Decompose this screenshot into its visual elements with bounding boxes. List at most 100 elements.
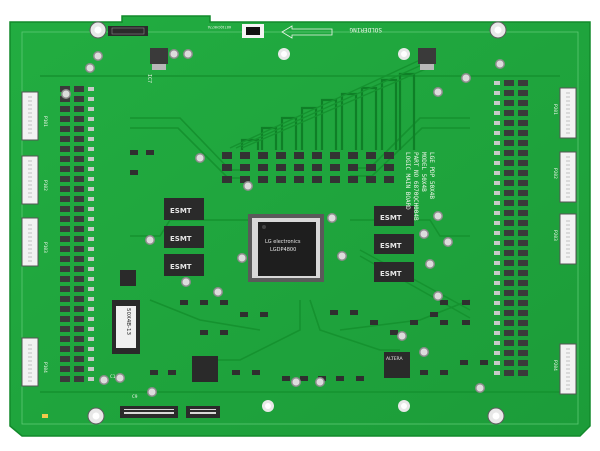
memory-chip-left-3: ESMT <box>164 254 204 276</box>
smd-pad <box>88 307 94 311</box>
svg-text:P201: P201 <box>552 104 558 115</box>
smd-pad <box>88 117 94 121</box>
barcode-sticker: 6871QCH077A <box>207 24 264 38</box>
smd-pad <box>494 261 500 265</box>
connector-p102 <box>21 155 39 205</box>
resistor-array <box>60 146 70 152</box>
resistor-array <box>74 296 84 302</box>
resistor-array <box>518 300 528 306</box>
resistor-array <box>60 96 70 102</box>
smd-chip <box>276 176 286 183</box>
memory-chip-right-2: ESMT <box>374 234 414 254</box>
smd-part <box>430 312 438 317</box>
resistor-array <box>74 176 84 182</box>
resistor-array <box>518 140 528 146</box>
svg-text:LOGIC MAIN BOARD: LOGIC MAIN BOARD <box>404 152 411 210</box>
pcb-traces <box>40 75 560 393</box>
smd-pad <box>88 87 94 91</box>
smd-part <box>370 320 378 325</box>
resistor-array <box>74 96 84 102</box>
smd-pad <box>88 127 94 131</box>
capacitor-top <box>182 278 190 286</box>
svg-text:C1: C1 <box>110 374 116 380</box>
resistor-array <box>518 330 528 336</box>
mounting-hole <box>87 407 105 425</box>
svg-text:LG electronics: LG electronics <box>265 239 301 245</box>
capacitor-top <box>196 154 204 162</box>
resistor-array <box>504 210 514 216</box>
smd-chip <box>330 152 340 159</box>
smd-part <box>410 320 418 325</box>
smd-part <box>336 376 344 381</box>
resistor-array <box>504 350 514 356</box>
smd-chip <box>222 176 232 183</box>
capacitor-top <box>148 388 156 396</box>
smd-part <box>146 150 154 155</box>
smd-chip <box>348 176 358 183</box>
resistor-array <box>518 100 528 106</box>
resistor-array <box>74 166 84 172</box>
smd-part <box>200 300 208 305</box>
svg-text:ESMT: ESMT <box>380 270 402 278</box>
driver-ic <box>192 356 218 382</box>
top-connector <box>108 26 148 36</box>
resistor-array <box>60 316 70 322</box>
resistor-array <box>74 146 84 152</box>
resistor-array <box>60 306 70 312</box>
connector-p202 <box>559 151 577 203</box>
smd-part <box>356 376 364 381</box>
resistor-array <box>60 206 70 212</box>
resistor-array <box>504 250 514 256</box>
capacitor-top <box>462 74 470 82</box>
svg-text:ALTERA: ALTERA <box>386 356 404 362</box>
smd-chip <box>240 152 250 159</box>
smd-pad <box>494 271 500 275</box>
electrolytic-capacitors <box>61 49 505 397</box>
smd-pad <box>494 251 500 255</box>
smd-pad <box>88 137 94 141</box>
resistor-array <box>74 326 84 332</box>
smd-pad <box>88 107 94 111</box>
resistor-array <box>60 276 70 282</box>
oscillator-ic <box>120 270 136 286</box>
resistor-array <box>60 126 70 132</box>
resistor-array <box>60 246 70 252</box>
smd-pad <box>88 347 94 351</box>
resistor-array <box>60 156 70 162</box>
capacitor-top <box>476 384 484 392</box>
resistor-array <box>74 116 84 122</box>
resistor-array <box>74 286 84 292</box>
right-connectors <box>559 87 577 395</box>
resistor-array <box>504 110 514 116</box>
main-processor-ic: LG electronics LGDP4800 <box>248 214 324 282</box>
resistor-array <box>60 166 70 172</box>
mounting-hole <box>398 48 410 60</box>
capacitor-top <box>420 230 428 238</box>
smd-pad <box>494 311 500 315</box>
resistor-array <box>504 280 514 286</box>
svg-text:ESMT: ESMT <box>380 242 402 250</box>
resistor-array <box>518 230 528 236</box>
resistor-array <box>504 160 514 166</box>
smd-pad <box>88 267 94 271</box>
smd-pad <box>494 281 500 285</box>
resistor-array <box>504 170 514 176</box>
resistor-array <box>504 130 514 136</box>
resistor-array <box>504 150 514 156</box>
svg-text:ESMT: ESMT <box>170 207 192 215</box>
smd-pad <box>88 297 94 301</box>
svg-text:ESMT: ESMT <box>170 235 192 243</box>
resistor-array <box>518 180 528 186</box>
smd-part <box>462 320 470 325</box>
capacitor-top <box>316 378 324 386</box>
smd-pad <box>88 237 94 241</box>
memory-chip-left-1: ESMT <box>164 198 204 220</box>
resistor-array <box>74 266 84 272</box>
resistor-array <box>74 346 84 352</box>
smd-pad <box>494 211 500 215</box>
svg-text:MODEL 50X4B: MODEL 50X4B <box>420 152 427 192</box>
smd-chip <box>348 152 358 159</box>
resistor-array <box>60 186 70 192</box>
resistor-array <box>74 336 84 342</box>
